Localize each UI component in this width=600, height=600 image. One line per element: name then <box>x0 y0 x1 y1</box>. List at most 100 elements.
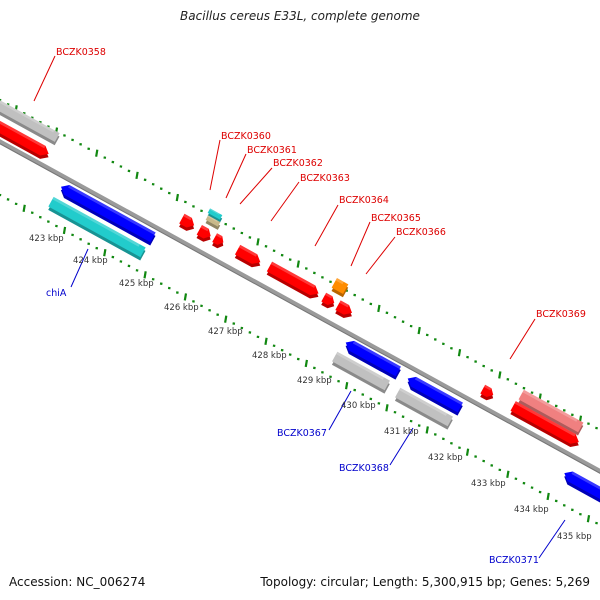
leader-chia <box>70 248 89 288</box>
gene-label-chia[interactable]: chiA <box>46 288 67 299</box>
backbone-line <box>0 139 600 474</box>
feature-bczk0362b[interactable] <box>211 233 227 250</box>
feature-bczk0369-light[interactable] <box>517 389 585 436</box>
feature-body <box>0 115 49 156</box>
feature-highlight <box>183 213 192 221</box>
feature-highlight <box>514 401 576 437</box>
gene-label-bczk0364[interactable]: BCZK0364 <box>339 195 389 206</box>
feature-bczk0366[interactable] <box>334 300 356 321</box>
gene-label-bczk0365[interactable]: BCZK0365 <box>371 213 421 224</box>
feature-reverse-blue-3[interactable] <box>404 374 465 416</box>
feature-body <box>266 261 319 296</box>
ruler-major-tick <box>175 193 180 202</box>
feature-body <box>510 401 579 444</box>
ruler-major-tick <box>385 404 389 412</box>
gene-label-bczk0363[interactable]: BCZK0363 <box>300 173 350 184</box>
feature-reverse-blue-2[interactable] <box>342 338 403 380</box>
gene-label-bczk0368[interactable]: BCZK0368 <box>339 463 389 474</box>
ruler-tick-label: 424 kbp <box>73 256 108 266</box>
ruler-major-tick <box>135 171 139 180</box>
ruler-tick-label: 433 kbp <box>471 479 506 489</box>
leader-bczk0371 <box>538 519 566 559</box>
leader-bczk0369 <box>509 318 536 360</box>
feature-small-red[interactable] <box>479 384 497 403</box>
feature-body <box>321 292 335 305</box>
feature-body <box>48 196 146 258</box>
ruler-major-tick <box>22 204 26 212</box>
leader-bczk0365 <box>350 221 371 267</box>
feature-body <box>395 387 453 427</box>
ruler-tick-label: 425 kbp <box>119 279 154 289</box>
feature-bczk0371[interactable] <box>560 468 600 516</box>
feature-body <box>205 215 221 227</box>
ruler-major-tick <box>183 293 188 301</box>
feature-highlight <box>200 225 209 232</box>
ruler-major-tick <box>377 304 381 313</box>
feature-highlight <box>207 215 218 222</box>
feature-highlight <box>339 300 350 308</box>
feature-reverse-blue-1[interactable] <box>57 182 157 246</box>
feature-highlight <box>335 278 344 285</box>
feature-highlight <box>399 387 448 416</box>
feature-bczk0365[interactable] <box>330 278 349 298</box>
gene-label-bczk0367[interactable]: BCZK0367 <box>277 428 327 439</box>
feature-body <box>407 376 463 413</box>
feature-bczk0366a[interactable] <box>320 292 338 311</box>
feature-body <box>518 389 584 433</box>
feature-body <box>480 384 494 397</box>
feature-highlight <box>209 208 220 215</box>
feature-bczk0358-gray[interactable] <box>0 92 61 146</box>
feature-body <box>345 340 401 377</box>
feature-body <box>60 185 156 243</box>
ruler-major-tick <box>256 238 260 246</box>
feature-bczk0361-cyan[interactable] <box>206 208 223 223</box>
accession-text: Accession: NC_006274 <box>9 575 146 589</box>
feature-bczk0369[interactable] <box>509 401 583 450</box>
ruler-major-tick <box>417 326 421 335</box>
ruler-major-tick <box>264 337 268 345</box>
feature-highlight <box>52 196 140 247</box>
leader-bczk0364 <box>314 204 339 247</box>
feature-highlight <box>324 292 333 299</box>
gene-label-bczk0360[interactable]: BCZK0360 <box>221 131 271 142</box>
gene-label-bczk0358[interactable]: BCZK0358 <box>56 47 106 58</box>
ruler-major-tick <box>103 248 107 257</box>
ruler-tick-label: 435 kbp <box>557 532 592 542</box>
feature-bczk0368[interactable] <box>394 387 455 430</box>
feature-highlight <box>68 185 156 235</box>
feature-bczk0367[interactable] <box>331 351 392 394</box>
feature-body <box>212 233 224 245</box>
ruler-major-tick <box>546 492 550 501</box>
ruler-major-tick <box>62 226 67 235</box>
feature-body <box>234 244 261 264</box>
ruler-major-tick <box>296 260 300 268</box>
feature-highlight <box>522 389 578 422</box>
gene-label-bczk0371[interactable]: BCZK0371 <box>489 555 539 566</box>
ruler-major-tick <box>224 315 228 323</box>
leader-bczk0367 <box>328 390 352 431</box>
feature-body <box>0 92 60 142</box>
gene-label-bczk0362[interactable]: BCZK0362 <box>273 158 323 169</box>
feature-bczk0362[interactable] <box>195 225 214 244</box>
feature-bczk0361-tan[interactable] <box>204 215 221 230</box>
ruler-major-tick <box>586 514 591 523</box>
feature-highlight <box>0 115 46 149</box>
feature-bczk0360[interactable] <box>178 213 198 234</box>
gene-label-bczk0369[interactable]: BCZK0369 <box>536 309 586 320</box>
ruler-tick-label: 426 kbp <box>164 303 199 313</box>
feature-chia[interactable] <box>47 196 147 261</box>
feature-highlight <box>336 351 385 380</box>
ruler-tick-label: 428 kbp <box>252 351 287 361</box>
map-title: Bacillus cereus E33L, complete genome <box>180 9 420 23</box>
genome-summary-text: Topology: circular; Length: 5,300,915 bp… <box>260 575 590 589</box>
leader-bczk0360 <box>209 139 221 191</box>
feature-bczk0364[interactable] <box>265 261 322 302</box>
feature-bczk0358[interactable] <box>0 115 53 162</box>
gene-label-bczk0361[interactable]: BCZK0361 <box>247 145 297 156</box>
ruler-major-tick <box>498 371 502 379</box>
feature-bczk0363[interactable] <box>234 244 265 271</box>
ruler-tick-label: 432 kbp <box>428 453 463 463</box>
gene-label-bczk0366[interactable]: BCZK0366 <box>396 227 446 238</box>
leader-bczk0363 <box>270 181 300 222</box>
